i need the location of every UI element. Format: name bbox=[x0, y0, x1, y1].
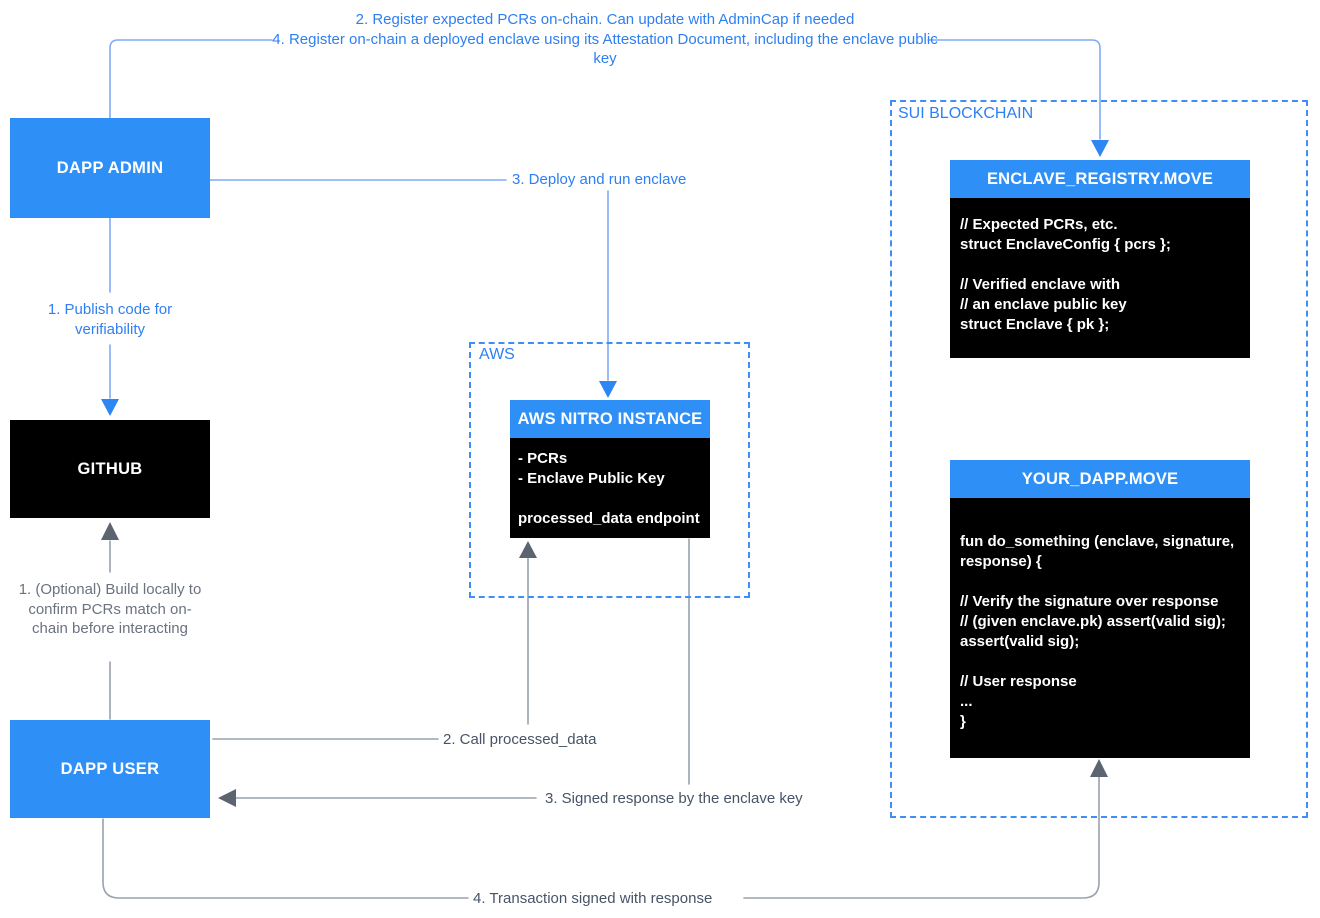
dapp-user-node: DAPP USER bbox=[10, 720, 210, 818]
dapp-code-line: response) { bbox=[960, 553, 1042, 570]
dapp-code-line: } bbox=[960, 713, 966, 730]
nitro-line: processed_data endpoint bbox=[518, 510, 700, 527]
enclave-registry-body: // Expected PCRs, etc. struct EnclaveCon… bbox=[950, 198, 1250, 358]
edge-transaction-line-left bbox=[102, 818, 469, 899]
aws-nitro-body: - PCRs - Enclave Public Key processed_da… bbox=[510, 438, 710, 538]
edge-register-line-left bbox=[109, 39, 273, 119]
dapp-admin-node: DAPP ADMIN bbox=[10, 118, 210, 218]
arrowhead-signed-into-dappuser bbox=[218, 789, 236, 807]
arrowhead-build-into-github bbox=[101, 522, 119, 540]
github-node: GITHUB bbox=[10, 420, 210, 518]
your-dapp-body: fun do_something (enclave, signature, re… bbox=[950, 498, 1250, 758]
dapp-code-line: // User response bbox=[960, 673, 1077, 690]
nitro-line: - Enclave Public Key bbox=[518, 470, 665, 487]
nitro-line: - PCRs bbox=[518, 450, 568, 467]
top-note-step2: 2. Register expected PCRs on-chain. Can … bbox=[355, 11, 855, 28]
edge-label-deploy: 3. Deploy and run enclave bbox=[512, 171, 687, 188]
dapp-code-line: // (given enclave.pk) assert(valid sig); bbox=[960, 613, 1226, 630]
sui-blockchain-zone-label: SUI BLOCKCHAIN bbox=[898, 105, 1034, 122]
github-label: GITHUB bbox=[77, 459, 143, 478]
dapp-code-line: // Verify the signature over response bbox=[960, 593, 1219, 610]
your-dapp-title: YOUR_DAPP.MOVE bbox=[1021, 469, 1179, 488]
aws-nitro-header: AWS NITRO INSTANCE bbox=[510, 400, 710, 438]
registry-code-line: // Verified enclave with bbox=[960, 276, 1121, 293]
dapp-code-line: fun do_something (enclave, signature, bbox=[960, 533, 1235, 550]
edge-label-signed: 3. Signed response by the enclave key bbox=[545, 790, 803, 807]
dapp-code-line: ... bbox=[960, 693, 973, 710]
registry-code-line bbox=[960, 255, 1240, 275]
registry-code-line: struct EnclaveConfig { pcrs }; bbox=[960, 236, 1171, 253]
edge-label-transaction: 4. Transaction signed with response bbox=[473, 890, 713, 907]
aws-zone-label: AWS bbox=[479, 346, 515, 363]
dapp-admin-label: DAPP ADMIN bbox=[56, 158, 164, 177]
dapp-code-line: assert(valid sig); bbox=[960, 633, 1080, 650]
dapp-code-line bbox=[960, 652, 1240, 672]
your-dapp-header: YOUR_DAPP.MOVE bbox=[950, 460, 1250, 498]
aws-nitro-title: AWS NITRO INSTANCE bbox=[517, 409, 703, 428]
aws-zone bbox=[469, 342, 750, 598]
registry-code-line: // Expected PCRs, etc. bbox=[960, 216, 1118, 233]
registry-code-line: struct Enclave { pk }; bbox=[960, 316, 1110, 333]
top-note: 2. Register expected PCRs on-chain. Can … bbox=[265, 10, 945, 69]
arrowhead-publish-into-github bbox=[101, 399, 119, 416]
sui-blockchain-zone bbox=[890, 100, 1308, 818]
dapp-user-label: DAPP USER bbox=[60, 759, 160, 778]
enclave-registry-header: ENCLAVE_REGISTRY.MOVE bbox=[950, 160, 1250, 198]
dapp-code-line bbox=[960, 572, 1240, 592]
enclave-registry-title: ENCLAVE_REGISTRY.MOVE bbox=[986, 169, 1214, 188]
top-note-step4: 4. Register on-chain a deployed enclave … bbox=[272, 30, 938, 68]
registry-code-line: // an enclave public key bbox=[960, 296, 1127, 313]
edge-label-optional-build: 1. (Optional) Build locally to confirm P… bbox=[18, 581, 202, 637]
edge-label-call: 2. Call processed_data bbox=[443, 731, 597, 748]
nitro-line bbox=[518, 489, 702, 509]
edge-label-publish: 1. Publish code for verifiability bbox=[47, 301, 173, 338]
